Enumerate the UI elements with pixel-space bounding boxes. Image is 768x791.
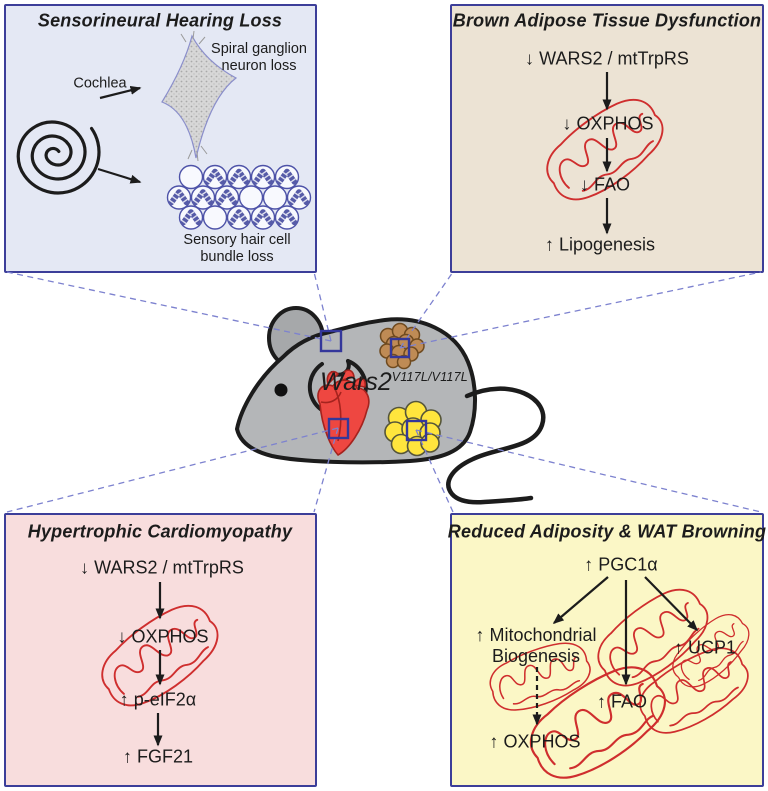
cardio-panel-title: Hypertrophic Cardiomyopathy [27, 521, 293, 542]
wat-node-fao: ↑ FAO [596, 691, 648, 712]
allele-superscript: V117L/V117L [391, 370, 468, 384]
cardio-step-fgf21: ↑ FGF21 [122, 746, 194, 767]
mouse-genotype-label: Wars2V117L/V117L [320, 370, 468, 395]
arrow-to-neuron [99, 85, 142, 100]
hearing-panel-art [16, 30, 312, 230]
hair-cell-grid [166, 164, 312, 230]
white-fat-icon [384, 400, 442, 457]
mitochondrion-icon [516, 651, 680, 791]
gene-symbol: Wars2 [320, 368, 392, 396]
wat-panel-title: Reduced Adiposity & WAT Browning [447, 521, 767, 542]
wat-marker-square [405, 419, 428, 442]
bat-panel-title: Brown Adipose Tissue Dysfunction [452, 10, 762, 31]
wat-node-oxphos: ↑ OXPHOS [489, 731, 581, 752]
cardio-panel-art [89, 582, 231, 747]
dashed-connector-lines [6, 271, 762, 513]
mouse-eye [274, 383, 288, 397]
bat-step-oxphos: ↓ OXPHOS [562, 113, 654, 134]
wat-node-ucp1: ↑ UCP1 [673, 637, 737, 658]
cochlea-label: Cochlea [73, 75, 127, 92]
cardio-step-oxphos: ↓ OXPHOS [117, 626, 209, 647]
bat-panel-art [534, 72, 676, 235]
spiral-ganglion-label: Spiral ganglion neuron loss [211, 40, 307, 74]
cardio-step-wars2: ↓ WARS2 / mtTrpRS [80, 557, 244, 578]
cochlea-icon [16, 120, 101, 195]
heart-marker-square [327, 417, 350, 440]
spiral-ganglion-neuron-icon [161, 30, 238, 162]
hearing-panel-title: Sensorineural Hearing Loss [37, 10, 283, 31]
wat-panel-art [482, 575, 759, 791]
wat-node-pgc1a: ↑ PGC1α [584, 554, 658, 575]
mouse-tail [446, 386, 546, 505]
bat-step-fao: ↓ FAO [579, 174, 631, 195]
hair-cell-label: Sensory hair cell bundle loss [183, 231, 291, 265]
heart-icon [317, 369, 370, 456]
tissue-marker-squares [319, 329, 428, 442]
arrow-to-hair-cells [97, 167, 142, 184]
cardio-step-peif2a: ↑ p-eIF2α [119, 689, 197, 710]
bat-marker-square [389, 337, 411, 359]
bat-step-wars2: ↓ WARS2 / mtTrpRS [525, 48, 689, 69]
ear-marker-square [319, 329, 343, 353]
bat-step-lipogenesis: ↑ Lipogenesis [544, 234, 656, 255]
mouse-illustration [6, 271, 762, 513]
wat-node-mito-biogenesis: ↑ Mitochondrial Biogenesis [475, 624, 597, 666]
